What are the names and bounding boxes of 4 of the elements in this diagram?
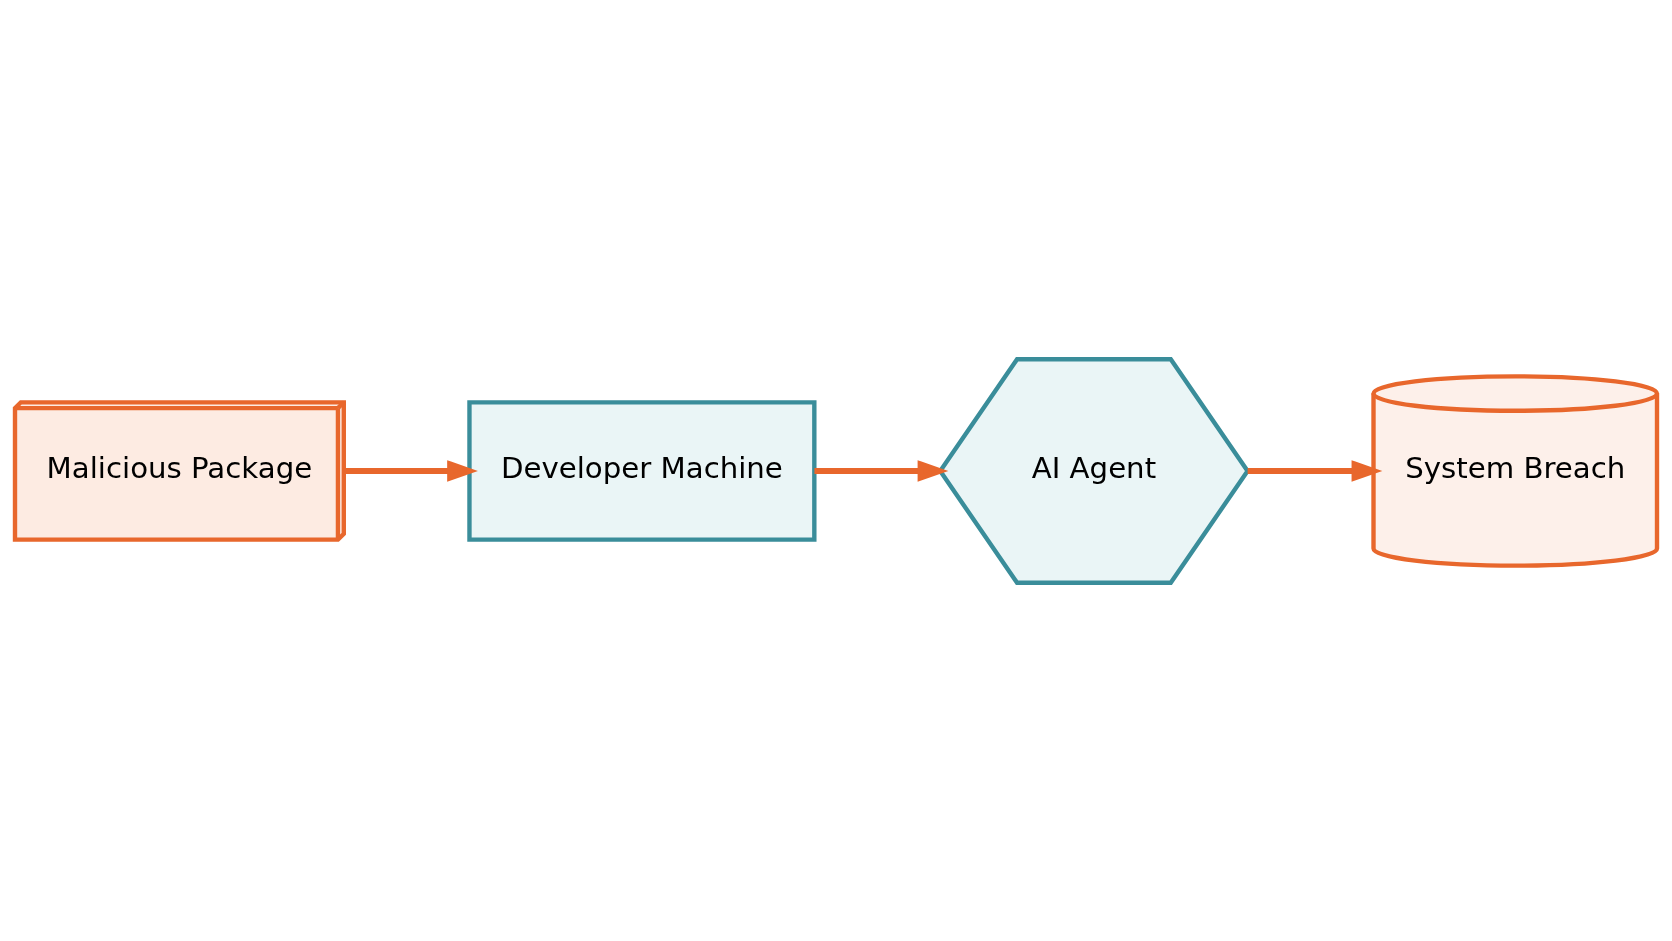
arrow (344, 459, 478, 482)
node-box: Developer Machine (467, 399, 817, 542)
arrow (1247, 459, 1383, 482)
arrow (814, 459, 949, 482)
